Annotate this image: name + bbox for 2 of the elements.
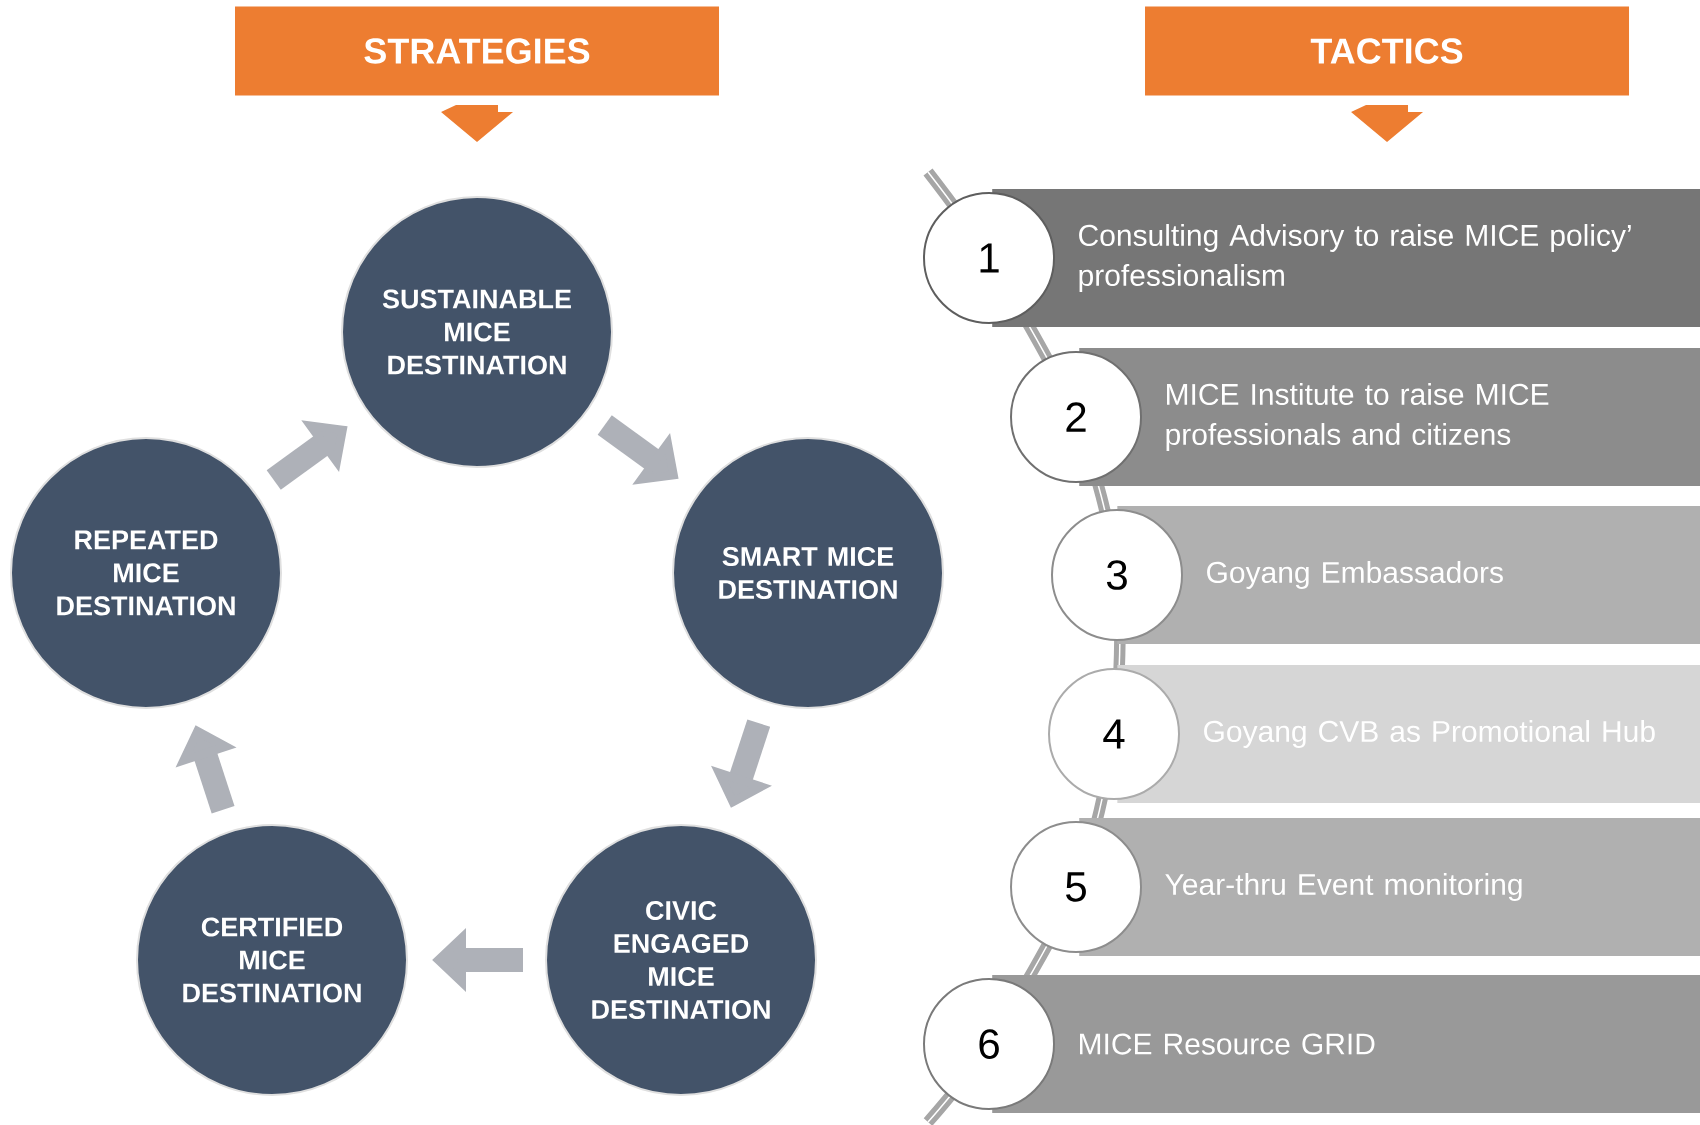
banner: STRATEGIES <box>235 6 719 142</box>
banner: TACTICS <box>1145 6 1629 142</box>
